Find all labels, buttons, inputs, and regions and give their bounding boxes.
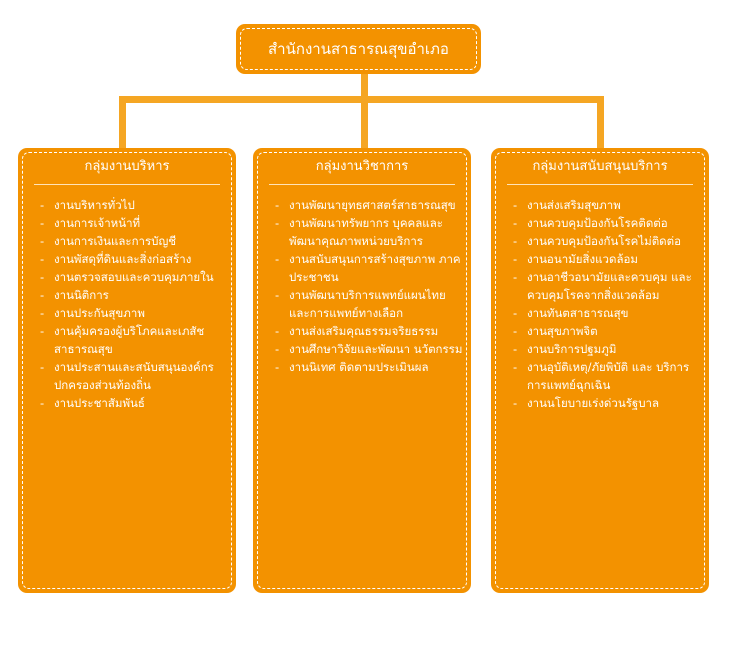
column-item-list: -งานส่งเสริมสุขภาพ -งานควบคุมป้องกันโรคต… (513, 196, 703, 412)
column-title: กลุ่มงานบริหาร (84, 159, 170, 174)
list-item: -งานอุบัติเหตุ/ภัยพิบัติ และ บริการการแพ… (513, 360, 690, 392)
list-item: -งานพัฒนายุทธศาสตร์สาธารณสุข (275, 198, 456, 212)
list-item: -งานนิติการ (40, 288, 109, 302)
list-item: -งานทันตสาธารณสุข (513, 306, 629, 320)
list-item: -งานนิเทศ ติดตามประเมินผล (275, 360, 429, 374)
list-item: -งานอนามัยสิ่งแวดล้อม (513, 252, 638, 266)
list-item: -งานสนับสนุนการสร้างสุขภาพ ภาคประชาชน (275, 252, 461, 284)
list-item: -งานการเงินและการบัญชี (40, 234, 177, 248)
column-border (22, 152, 232, 589)
list-item: -งานประกันสุขภาพ (40, 306, 145, 320)
column-border (495, 152, 705, 589)
connector-middle-drop (361, 96, 368, 150)
root-node: สำนักงานสาธารณสุขอำเภอ (236, 24, 481, 74)
column-title-rule (34, 184, 220, 185)
list-item: -งานประชาสัมพันธ์ (40, 396, 145, 410)
column-administration: กลุ่มงานบริหาร -งานบริหารทั่วไป -งานการเ… (18, 148, 236, 593)
connector-root-stem (361, 72, 368, 100)
column-academic: กลุ่มงานวิชาการ -งานพัฒนายุทธศาสตร์สาธาร… (253, 148, 471, 593)
list-item: -งานการเจ้าหน้าที่ (40, 216, 141, 230)
list-item: -งานส่งเสริมคุณธรรมจริยธรรม (275, 324, 439, 338)
column-border (257, 152, 467, 589)
list-item: -งานควบคุมป้องกันโรคไม่ติดต่อ (513, 234, 682, 248)
list-item: -งานประสานและสนับสนุนองค์กร ปกครองส่วนท้… (40, 360, 214, 392)
list-item: -งานพัฒนาทรัพยากร บุคคลและ พัฒนาคุณภาพหน… (275, 216, 443, 248)
list-item: -งานพัสดุที่ดินและสิ่งก่อสร้าง (40, 252, 192, 266)
connector-left-drop (119, 96, 126, 150)
list-item: -งานสุขภาพจิต (513, 324, 598, 338)
list-item: -งานตรวจสอบและควบคุมภายใน (40, 270, 214, 284)
list-item: -งานศึกษาวิจัยและพัฒนา นวัตกรรม (275, 342, 463, 356)
list-item: -งานบริหารทั่วไป (40, 198, 135, 212)
column-title: กลุ่มงานสนับสนุนบริการ (532, 159, 668, 174)
column-item-list: -งานพัฒนายุทธศาสตร์สาธารณสุข -งานพัฒนาทร… (275, 196, 465, 376)
column-service-support: กลุ่มงานสนับสนุนบริการ -งานส่งเสริมสุขภา… (491, 148, 709, 593)
list-item: -งานคุ้มครองผู้บริโภคและเภสัช สาธารณสุข (40, 324, 205, 356)
column-item-list: -งานบริหารทั่วไป -งานการเจ้าหน้าที่ -งาน… (40, 196, 230, 412)
column-title-rule (507, 184, 693, 185)
column-title-rule (269, 184, 455, 185)
list-item: -งานนโยบายเร่งด่วนรัฐบาล (513, 396, 660, 410)
list-item: -งานบริการปฐมภูมิ (513, 342, 617, 356)
root-node-border (240, 28, 477, 70)
list-item: -งานพัฒนาบริการแพทย์แผนไทย และการแพทย์ทา… (275, 288, 446, 320)
column-title: กลุ่มงานวิชาการ (315, 159, 409, 174)
list-item: -งานส่งเสริมสุขภาพ (513, 198, 621, 212)
connector-right-drop (597, 96, 604, 150)
list-item: -งานควบคุมป้องกันโรคติดต่อ (513, 216, 668, 230)
root-title: สำนักงานสาธารณสุขอำเภอ (268, 40, 449, 58)
list-item: -งานอาชีวอนามัยและควบคุม และควบคุมโรคจาก… (513, 270, 692, 302)
